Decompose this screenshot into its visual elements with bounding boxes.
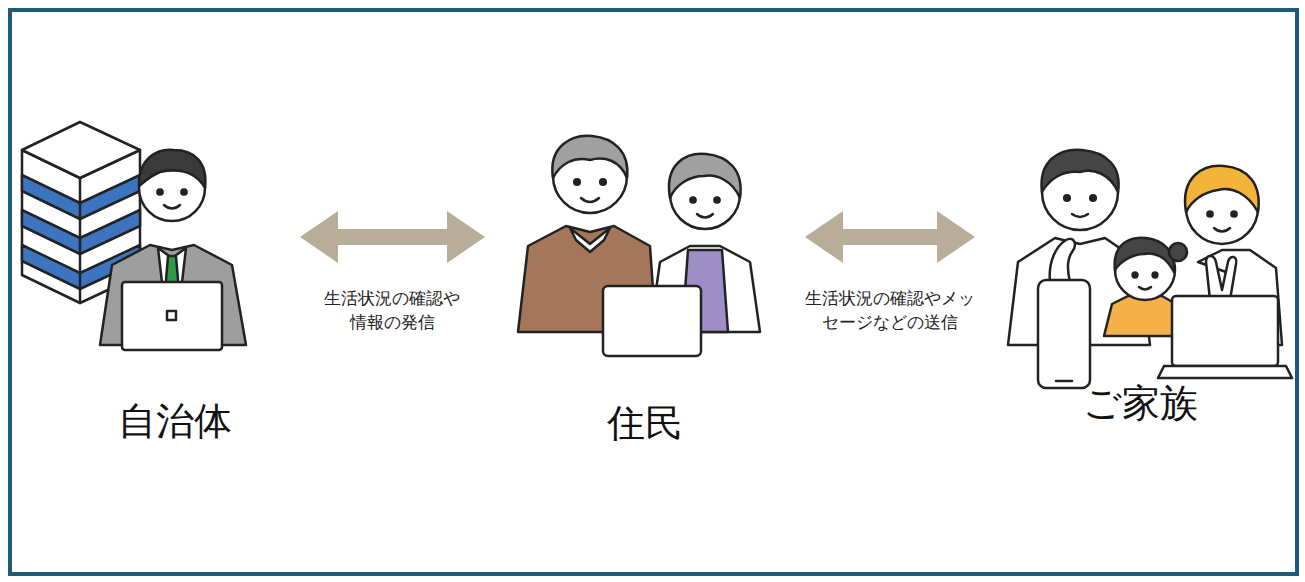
actor-label: ご家族 [1083, 381, 1198, 427]
actor-label: 自治体 [118, 399, 232, 445]
actor-group: 住民 [495, 110, 795, 455]
actor-group: ご家族 [985, 110, 1295, 455]
arrow-label: 生活状況の確認やメッセージなどの送信 [802, 287, 979, 335]
municipal-worker [100, 150, 246, 350]
double-arrow [300, 211, 485, 263]
actor-label: 住民 [607, 401, 683, 447]
elderly-couple [518, 136, 760, 356]
double-arrow [805, 211, 975, 263]
actor-group: 自治体 [60, 110, 290, 455]
family [1008, 150, 1292, 388]
arrow-label: 生活状況の確認や情報の発信 [321, 287, 464, 335]
